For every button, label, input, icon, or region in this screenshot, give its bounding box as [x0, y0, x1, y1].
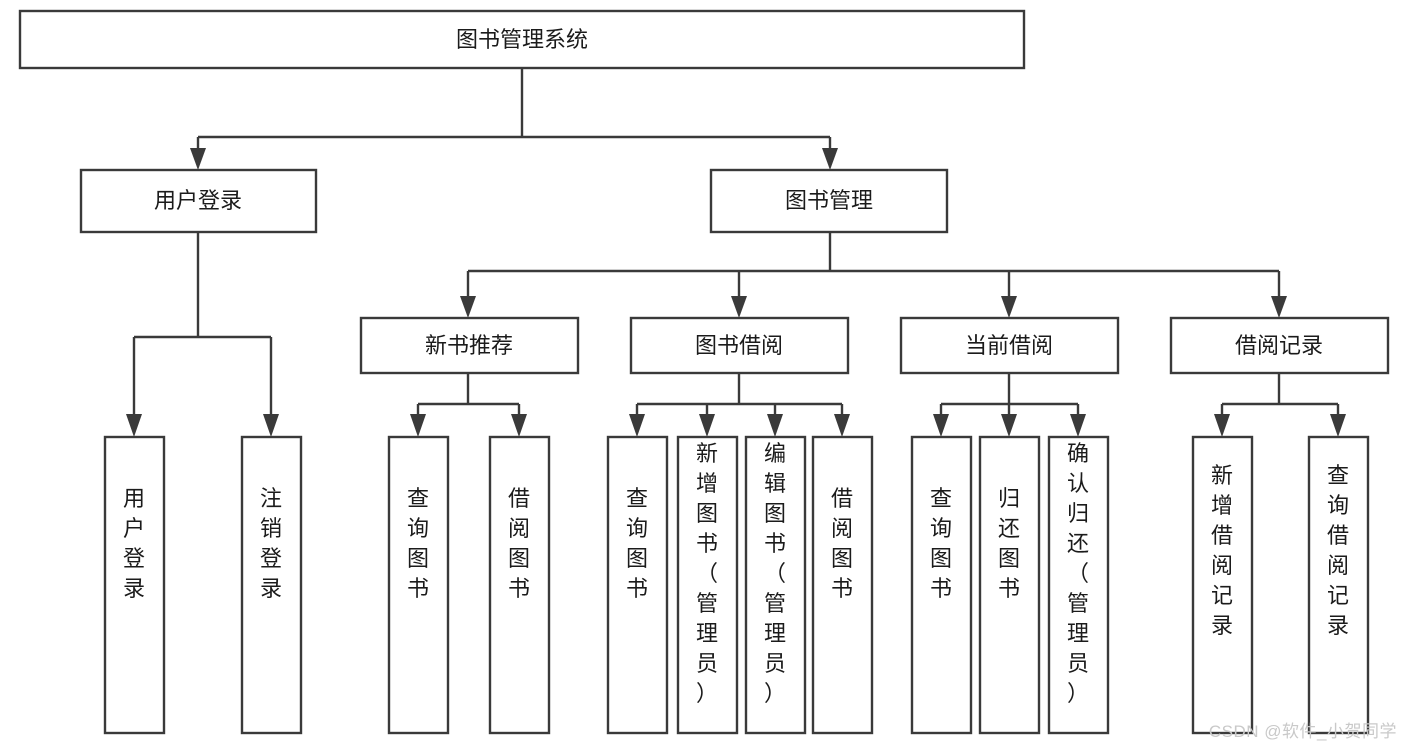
connector-group-book-management: [460, 232, 1287, 318]
node-leaf-edit-book[interactable]: 编辑图书（管理员）: [744, 435, 807, 735]
node-user-login-box[interactable]: [79, 168, 318, 234]
node-user-login-label: 用户登录: [154, 188, 242, 213]
node-borrow-record-box[interactable]: [1169, 316, 1390, 375]
connector-group-new-book-recommend: [410, 373, 527, 437]
node-leaf-edit-book-box[interactable]: [744, 435, 807, 735]
node-leaf-query-book-1-label: 查询图书: [407, 486, 429, 601]
node-root-box[interactable]: [18, 9, 1026, 70]
connector-group-current-borrow: [933, 373, 1086, 437]
arrow-borrow-to-leaf3: [767, 414, 783, 437]
node-leaf-confirm-return-box[interactable]: [1047, 435, 1110, 735]
node-leaf-add-book[interactable]: 新增图书（管理员）: [676, 435, 739, 735]
node-borrow-record[interactable]: 借阅记录: [1169, 316, 1390, 375]
arrow-user-login-to-leaf2: [263, 414, 279, 437]
node-leaf-query-record[interactable]: 查询借阅记录: [1307, 435, 1370, 735]
node-book-management[interactable]: 图书管理: [709, 168, 949, 234]
node-leaf-logout-login-box[interactable]: [240, 435, 303, 735]
node-leaf-borrow-book-1[interactable]: 借阅图书: [488, 435, 551, 735]
node-book-borrow-label: 图书借阅: [695, 333, 783, 358]
node-leaf-add-book-box[interactable]: [676, 435, 739, 735]
node-leaf-query-book-1-box[interactable]: [387, 435, 450, 735]
arrow-borrow-to-leaf2: [699, 414, 715, 437]
arrow-bm-to-borrow: [731, 296, 747, 318]
node-current-borrow-label: 当前借阅: [965, 333, 1053, 358]
node-leaf-edit-book-label: 编辑图书（管理员）: [764, 441, 786, 706]
node-new-book-recommend-box[interactable]: [359, 316, 580, 375]
node-leaf-add-record[interactable]: 新增借阅记录: [1191, 435, 1254, 735]
node-leaf-confirm-return[interactable]: 确认归还（管理员）: [1047, 435, 1110, 735]
arrow-user-login-to-leaf1: [126, 414, 142, 437]
node-leaf-query-book-1[interactable]: 查询图书: [387, 435, 450, 735]
node-leaf-query-book-3-label: 查询图书: [930, 486, 952, 601]
arrow-bm-to-recommend: [460, 296, 476, 318]
node-book-management-box[interactable]: [709, 168, 949, 234]
node-leaf-user-login[interactable]: 用户登录: [103, 435, 166, 735]
node-leaf-logout-login-label: 注销登录: [260, 486, 282, 601]
node-leaf-user-login-label: 用户登录: [123, 486, 145, 601]
node-leaf-add-record-box[interactable]: [1191, 435, 1254, 735]
node-leaf-return-book-box[interactable]: [978, 435, 1041, 735]
node-current-borrow-box[interactable]: [899, 316, 1120, 375]
node-leaf-logout-login[interactable]: 注销登录: [240, 435, 303, 735]
arrow-borrow-to-leaf4: [834, 414, 850, 437]
arrow-borrow-to-leaf1: [629, 414, 645, 437]
arrow-bm-to-record: [1271, 296, 1287, 318]
node-leaf-query-book-3[interactable]: 查询图书: [910, 435, 973, 735]
node-leaf-return-book-label: 归还图书: [998, 486, 1020, 601]
arrow-record-to-leaf1: [1214, 414, 1230, 437]
node-leaf-query-book-3-box[interactable]: [910, 435, 973, 735]
arrow-bm-to-current: [1001, 296, 1017, 318]
arrow-current-to-leaf2: [1001, 414, 1017, 437]
node-leaf-query-book-2-box[interactable]: [606, 435, 669, 735]
node-leaf-user-login-box[interactable]: [103, 435, 166, 735]
arrow-current-to-leaf1: [933, 414, 949, 437]
arrow-root-to-book-management: [822, 148, 838, 170]
arrow-record-to-leaf2: [1330, 414, 1346, 437]
node-leaf-borrow-book-2[interactable]: 借阅图书: [811, 435, 874, 735]
node-leaf-borrow-book-2-label: 借阅图书: [831, 486, 853, 601]
arrow-current-to-leaf3: [1070, 414, 1086, 437]
node-current-borrow[interactable]: 当前借阅: [899, 316, 1120, 375]
connector-group-user-login: [126, 232, 279, 437]
arrow-recommend-to-leaf1: [410, 414, 426, 437]
node-user-login[interactable]: 用户登录: [79, 168, 318, 234]
node-leaf-confirm-return-label: 确认归还（管理员）: [1067, 441, 1089, 706]
node-leaf-borrow-book-1-label: 借阅图书: [508, 486, 530, 601]
node-book-borrow-box[interactable]: [629, 316, 850, 375]
node-book-management-label: 图书管理: [785, 188, 873, 213]
node-leaf-return-book[interactable]: 归还图书: [978, 435, 1041, 735]
node-leaf-add-record-label: 新增借阅记录: [1211, 463, 1233, 638]
arrow-root-to-user-login: [190, 148, 206, 170]
node-leaf-borrow-book-1-box[interactable]: [488, 435, 551, 735]
node-leaf-query-record-box[interactable]: [1307, 435, 1370, 735]
connector-group-root: [190, 68, 838, 170]
node-leaf-query-book-2-label: 查询图书: [626, 486, 648, 601]
node-root-label: 图书管理系统: [456, 27, 588, 52]
node-new-book-recommend-label: 新书推荐: [425, 333, 513, 358]
node-root[interactable]: 图书管理系统: [18, 9, 1026, 70]
node-leaf-borrow-book-2-box[interactable]: [811, 435, 874, 735]
node-leaf-query-book-2[interactable]: 查询图书: [606, 435, 669, 735]
node-new-book-recommend[interactable]: 新书推荐: [359, 316, 580, 375]
node-book-borrow[interactable]: 图书借阅: [629, 316, 850, 375]
connector-group-book-borrow: [629, 373, 850, 437]
connector-group-borrow-record: [1214, 373, 1346, 437]
node-leaf-add-book-label: 新增图书（管理员）: [696, 441, 718, 706]
node-leaf-query-record-label: 查询借阅记录: [1327, 463, 1349, 638]
node-borrow-record-label: 借阅记录: [1235, 333, 1323, 358]
arrow-recommend-to-leaf2: [511, 414, 527, 437]
